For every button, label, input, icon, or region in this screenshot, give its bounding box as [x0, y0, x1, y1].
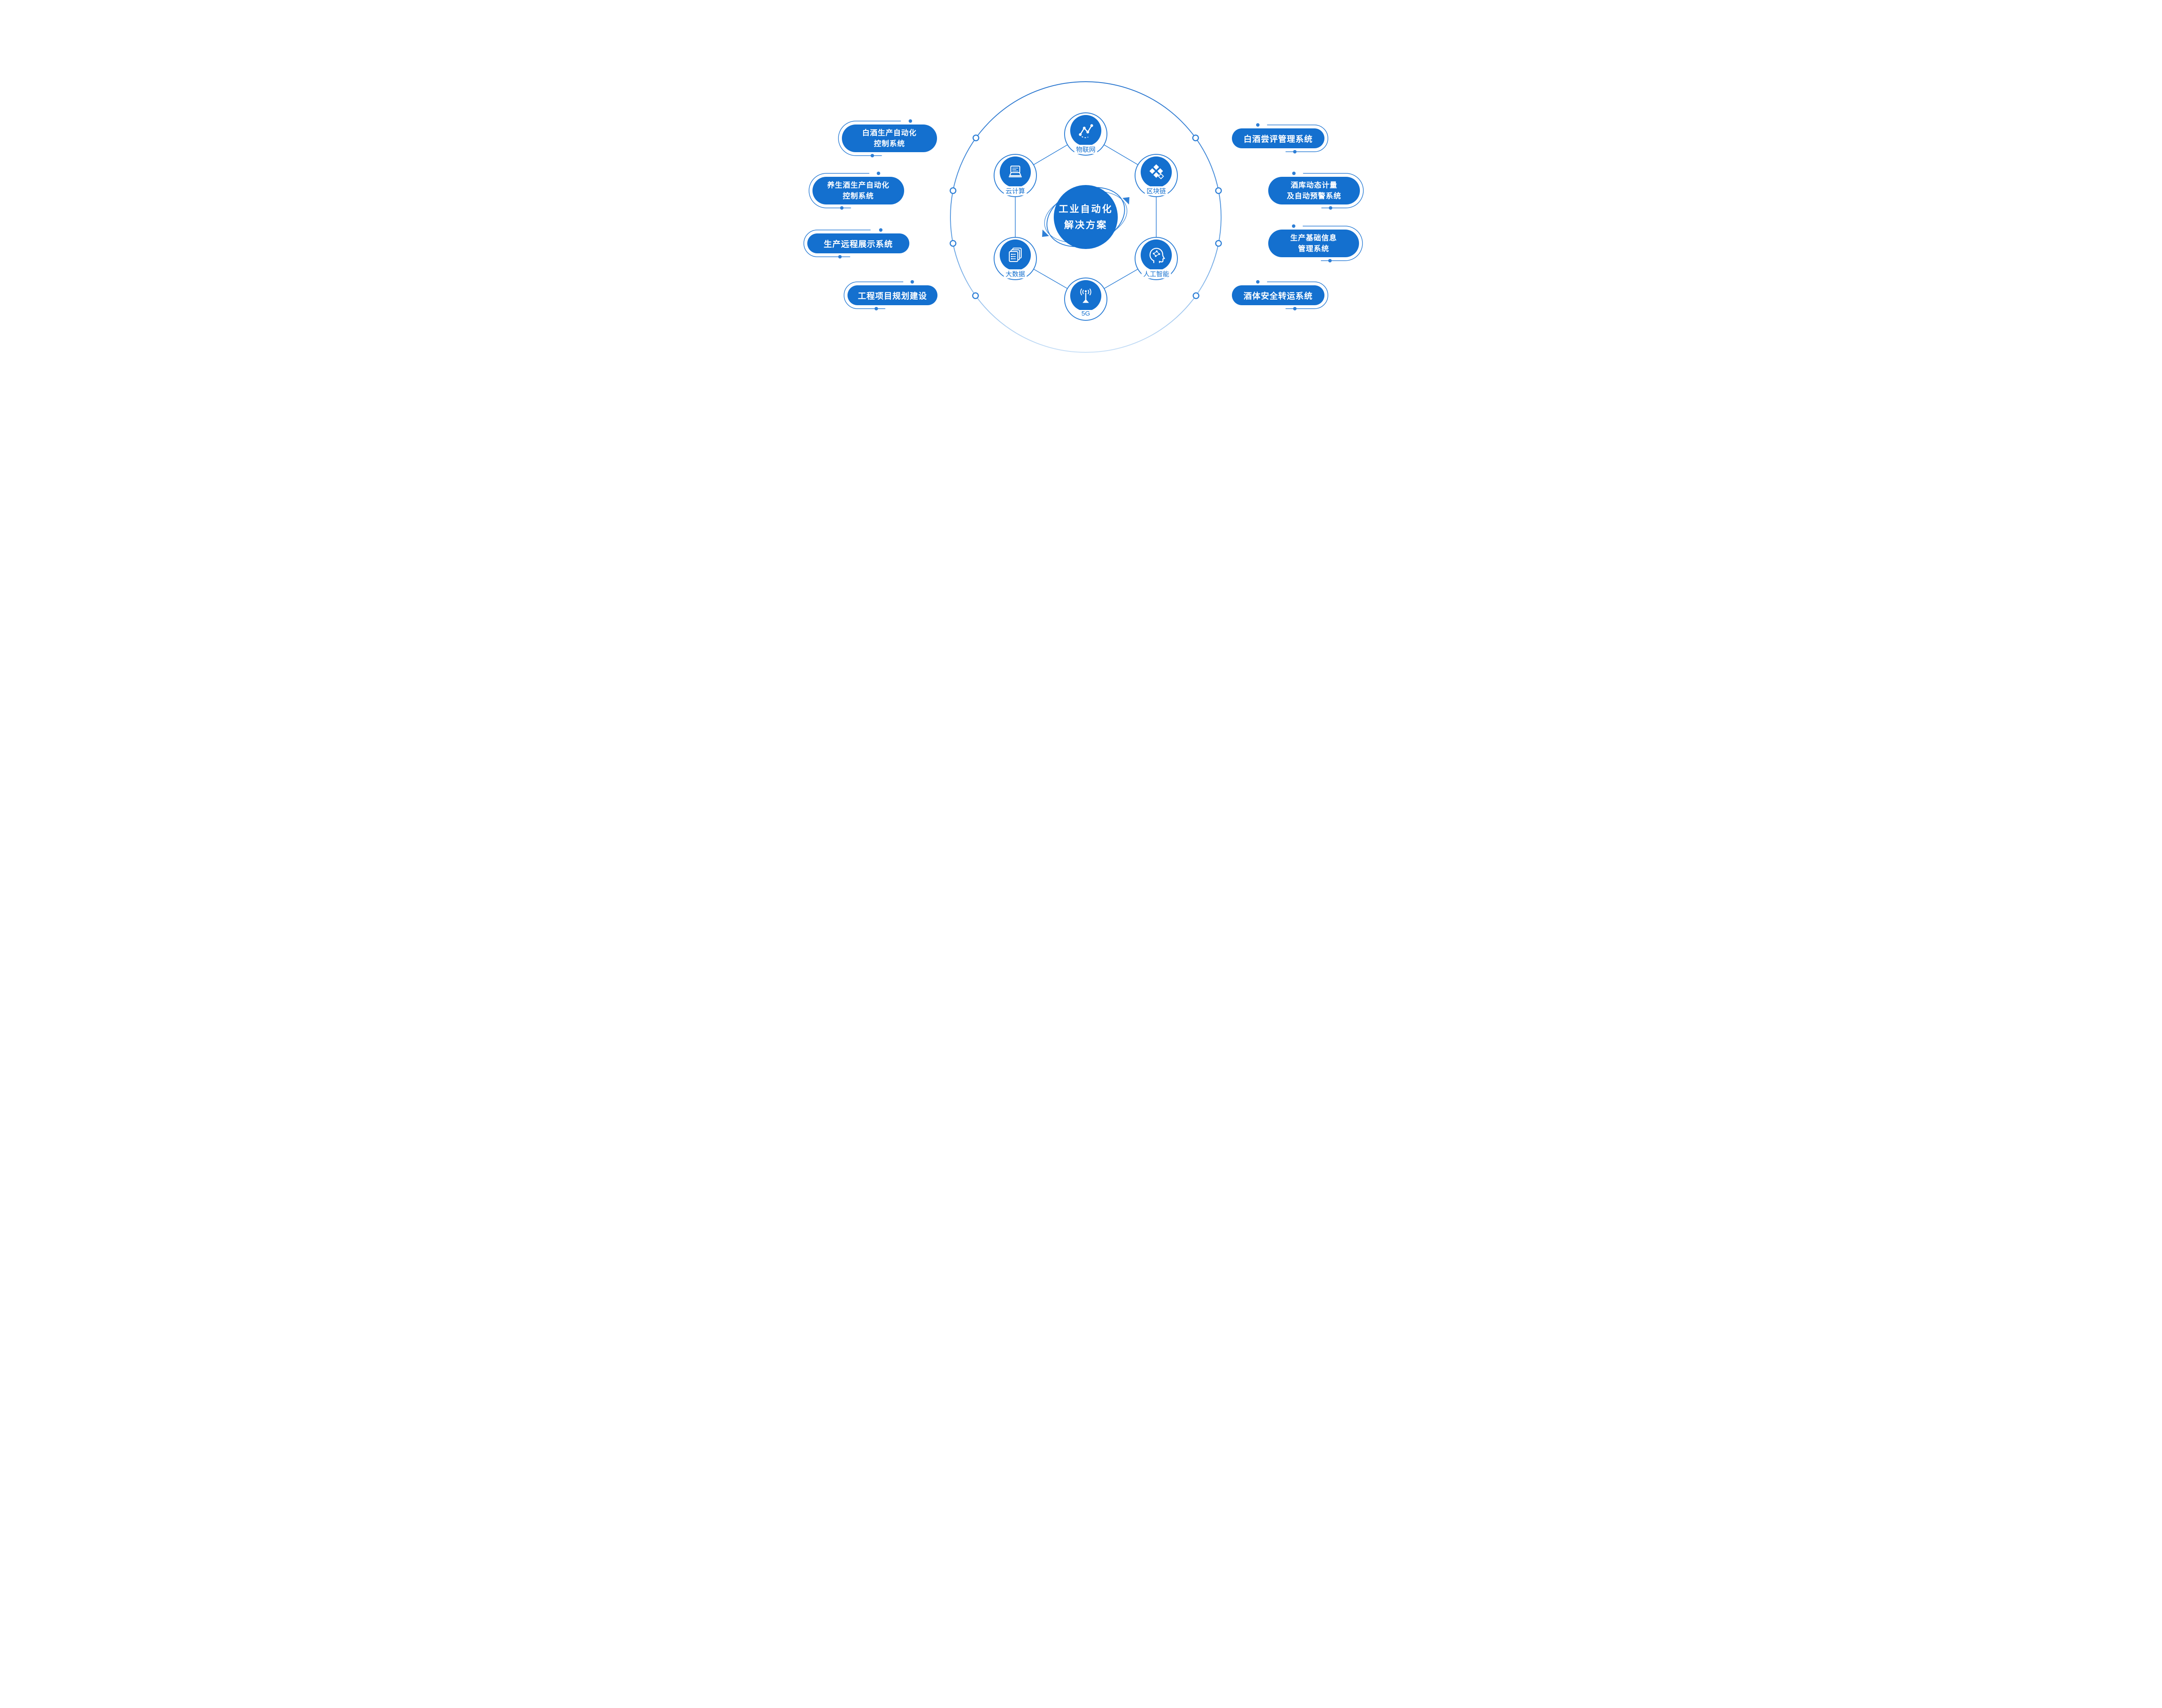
- bigdata-disc: [1000, 239, 1031, 271]
- node-label-ai: 人工智能: [1141, 269, 1171, 278]
- blockchain-disc: [1141, 156, 1172, 188]
- node-iot: 物联网: [1064, 112, 1107, 156]
- node-ai: 人工智能: [1135, 237, 1178, 280]
- ai-disc: [1141, 239, 1172, 271]
- pill-project-planning-construction: 工程项目规划建设: [848, 285, 937, 305]
- node-cloud: 云计算: [994, 154, 1037, 197]
- node-label-bigdata: 大数据: [1004, 269, 1027, 278]
- node-label-iot: 物联网: [1074, 145, 1097, 154]
- node-label-5g: 5G: [1079, 310, 1092, 317]
- node-label-blockchain: 区块链: [1145, 186, 1168, 195]
- blockchain-blocks-icon: [1149, 164, 1164, 179]
- node-5g: 5G: [1064, 278, 1107, 321]
- cloud-disc: [1000, 156, 1031, 188]
- 5g-disc: [1070, 280, 1101, 311]
- pill-tasting-evaluation-management: 白酒尝评管理系统: [1232, 128, 1324, 148]
- iot-network-icon: [1079, 124, 1094, 138]
- node-bigdata: 大数据: [994, 237, 1037, 280]
- pill-basic-info-management: 生产基础信息 管理系统: [1268, 230, 1359, 257]
- pill-health-wine-automation-control: 养生酒生产自动化 控制系统: [812, 177, 904, 204]
- pill-remote-display-system: 生产远程展示系统: [807, 233, 909, 253]
- pill-baijiu-automation-control: 白酒生产自动化 控制系统: [842, 125, 937, 152]
- big-data-stack-icon: [1009, 247, 1022, 262]
- node-label-cloud: 云计算: [1004, 186, 1027, 195]
- pill-safe-transfer-system: 酒体安全转运系统: [1232, 285, 1324, 305]
- diagram-canvas: 工业自动化 解决方案 物联网 区块链: [755, 0, 1407, 427]
- cloud-computing-laptop-icon: [1009, 166, 1022, 178]
- iot-disc: [1070, 115, 1101, 146]
- node-blockchain: 区块链: [1135, 154, 1178, 197]
- ai-head-icon: [1149, 248, 1165, 263]
- antenna-5g-icon: [1080, 288, 1091, 303]
- pill-warehouse-metering-warning: 酒库动态计量 及自动预警系统: [1268, 177, 1360, 204]
- center-title-circle: 工业自动化 解决方案: [1054, 185, 1118, 249]
